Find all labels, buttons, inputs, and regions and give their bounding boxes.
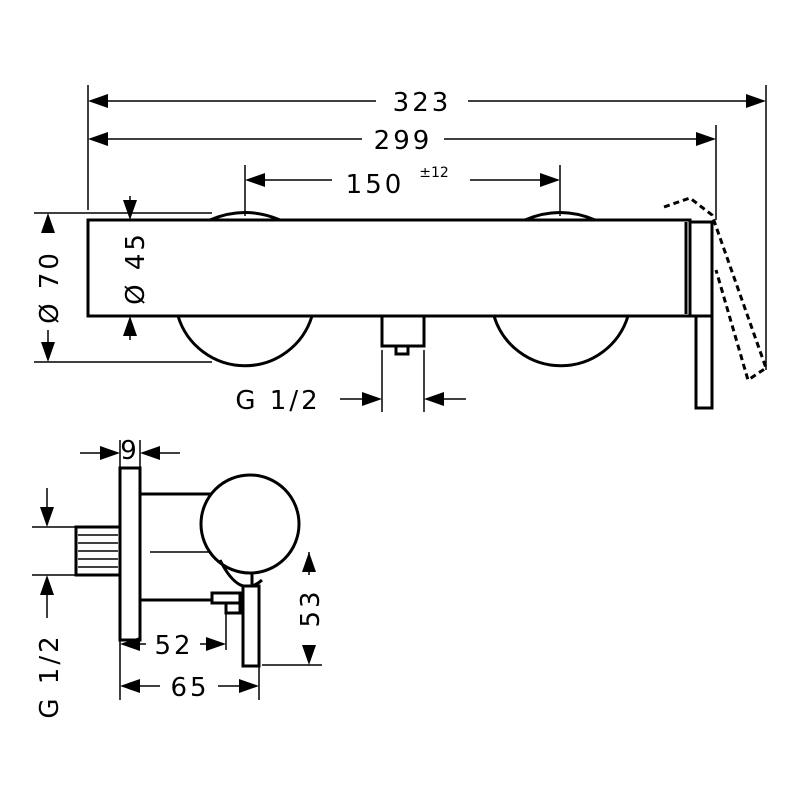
dim-150-label: 150	[346, 170, 405, 200]
dim-9-label: 9	[120, 436, 140, 466]
dim-g12-top-label: G 1/2	[235, 386, 320, 416]
lever-cap	[688, 220, 714, 318]
dim-45-label: Ø 45	[121, 231, 151, 305]
dim-65: 65	[120, 666, 260, 703]
dim-323-label: 323	[393, 88, 452, 118]
dim-299-label: 299	[374, 126, 433, 156]
mixer-body	[86, 218, 692, 318]
dim-diameter-45: Ø 45	[121, 196, 151, 340]
right-rosette-bottom	[492, 315, 630, 368]
side-wall-plate	[118, 466, 142, 642]
dim-9: 9	[80, 436, 180, 468]
dim-g12-side-label: G 1/2	[35, 633, 65, 718]
outlet-connector	[380, 314, 426, 348]
dim-53-label: 53	[296, 588, 326, 627]
lever-stem	[694, 314, 714, 410]
dim-53: 53	[262, 552, 326, 666]
side-lever-stem	[241, 584, 261, 668]
dim-323: 323	[87, 85, 767, 370]
dim-diameter-70: Ø 70	[34, 212, 212, 363]
dim-g12-top: G 1/2	[235, 350, 466, 416]
side-view	[74, 466, 301, 668]
front-view	[86, 196, 768, 410]
dim-70-label: Ø 70	[35, 250, 65, 324]
side-lever-knob	[199, 473, 301, 575]
dim-150-tolerance: ±12	[419, 165, 449, 181]
lever-alt-position	[663, 196, 768, 383]
side-outlet-nipple	[224, 601, 242, 615]
dim-52: 52	[119, 613, 227, 700]
outlet-nipple	[394, 344, 410, 356]
dim-150: 150 ±12	[244, 165, 561, 216]
left-rosette-bottom	[176, 315, 314, 368]
dim-52-label: 52	[154, 631, 193, 661]
dim-g12-side: G 1/2	[32, 488, 76, 719]
dim-65-label: 65	[170, 673, 209, 703]
dim-299: 299	[88, 125, 717, 220]
